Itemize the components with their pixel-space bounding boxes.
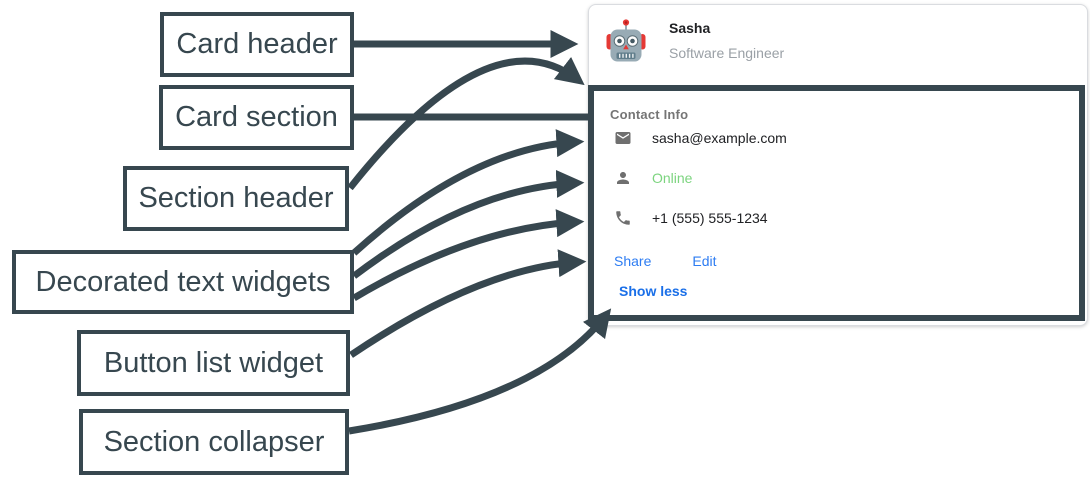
arrow-button-list [349, 249, 587, 358]
robot-avatar [606, 19, 646, 62]
arrow-section-collapser [348, 308, 612, 435]
presence-text: Online [652, 170, 693, 186]
decorated-text-phone: +1 (555) 555-1234 [614, 207, 768, 229]
annotation-label-text: Button list widget [103, 346, 324, 379]
card-subtitle: Software Engineer [669, 45, 785, 61]
card-title: Sasha [669, 20, 711, 36]
arrow-decorated-email [351, 129, 585, 256]
phone-text: +1 (555) 555-1234 [652, 210, 768, 226]
button-list: Share Edit [614, 253, 716, 269]
decorated-text-presence: Online [614, 167, 692, 189]
phone-icon [614, 209, 632, 227]
arrow-decorated-phone [352, 209, 585, 302]
arrow-section-header [347, 56, 585, 191]
annotation-label-text: Card section [175, 101, 338, 133]
annotation-label-text: Decorated text widgets [35, 265, 331, 298]
annotation-label-button-list-widget: Button list widget [77, 330, 350, 396]
decorated-text-email: sasha@example.com [614, 127, 787, 149]
mail-icon [614, 129, 632, 147]
annotation-label-decorated-text-widgets: Decorated text widgets [12, 250, 354, 314]
annotation-label-card-section: Card section [159, 85, 354, 150]
edit-button[interactable]: Edit [692, 253, 717, 269]
annotation-label-text: Section header [138, 182, 334, 214]
annotation-label-text: Section collapser [103, 425, 325, 458]
person-icon [614, 169, 632, 187]
share-button[interactable]: Share [614, 253, 652, 269]
card-header-text: Sasha Software Engineer [669, 20, 784, 62]
annotation-label-text: Card header [176, 28, 338, 60]
email-text: sasha@example.com [652, 130, 787, 146]
annotation-label-section-collapser: Section collapser [79, 409, 349, 475]
card-section: Contact Info sasha@example.com Online +1… [588, 85, 1085, 321]
arrow-decorated-presence [351, 169, 585, 279]
section-header: Contact Info [610, 107, 689, 122]
annotation-label-section-header: Section header [123, 166, 349, 231]
annotation-label-card-header: Card header [160, 12, 354, 77]
card-header: Sasha Software Engineer [589, 5, 1087, 64]
section-collapser-button[interactable]: Show less [619, 283, 688, 299]
